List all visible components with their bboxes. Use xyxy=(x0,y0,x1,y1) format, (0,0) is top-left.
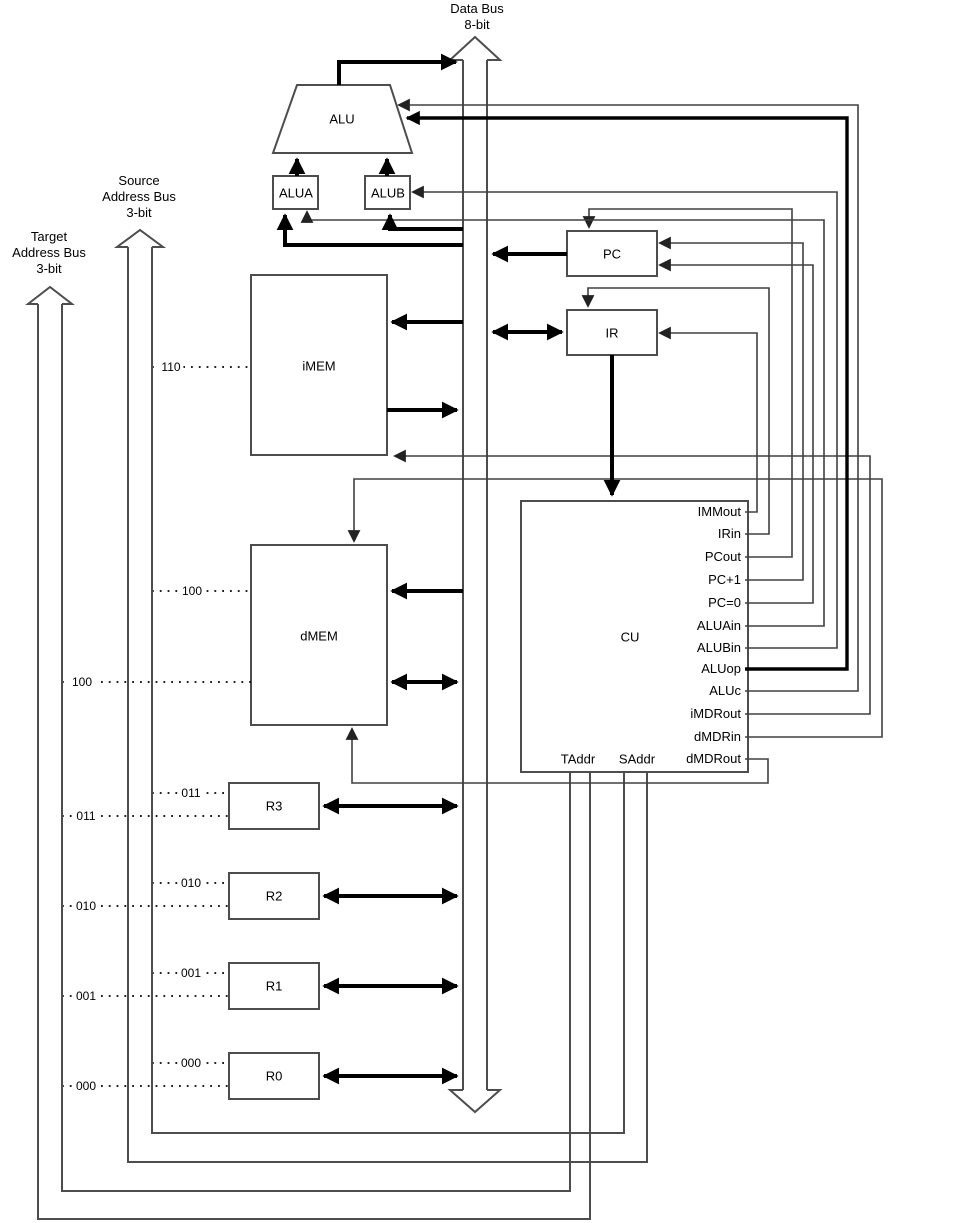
wire-databus-to-alub xyxy=(381,213,463,231)
r2-box xyxy=(228,872,320,920)
wire-pcout xyxy=(582,208,793,558)
r3-label: R3 xyxy=(265,798,283,814)
target-bus-line-inner xyxy=(61,304,571,1192)
ir-box xyxy=(566,309,658,356)
data-bus-label: Data Bus 8-bit xyxy=(450,1,503,33)
cu-signal-aluop: ALUop xyxy=(701,661,741,676)
target-bus-label: Target Address Bus 3-bit xyxy=(12,229,86,277)
dmem-box xyxy=(250,544,388,726)
alu-label: ALU xyxy=(329,111,355,127)
cu-signal-immout: IMMout xyxy=(697,504,741,519)
code-r2-source: 010 xyxy=(177,876,205,890)
alua-box xyxy=(272,175,319,210)
target-bus-label-line2: Address Bus xyxy=(12,245,86,260)
code-r1-source: 001 xyxy=(177,966,205,980)
data-bus-label-line2: 8-bit xyxy=(464,17,490,32)
cu-signal-imdrout: iMDRout xyxy=(690,706,741,721)
cu-port-taddr: TAddr xyxy=(560,751,596,767)
cu-signal-aluain: ALUAin xyxy=(696,618,741,633)
wire-alu-to-databus xyxy=(337,53,458,85)
pc-box xyxy=(566,230,658,277)
code-imem-source: 110 xyxy=(158,360,184,374)
target-bus-arrowhead xyxy=(25,285,75,305)
code-r3-target: 011 xyxy=(73,809,99,823)
cu-box xyxy=(520,500,749,773)
code-r3-source: 011 xyxy=(178,786,204,800)
r1-label: R1 xyxy=(265,978,283,994)
r1-box xyxy=(228,962,320,1010)
alu-shape xyxy=(271,84,414,154)
cu-signal-pcout: PCout xyxy=(704,549,741,564)
source-bus-label: Source Address Bus 3-bit xyxy=(102,173,176,221)
source-bus-label-line2: Address Bus xyxy=(102,189,176,204)
alua-label: ALUA xyxy=(279,185,313,201)
source-bus-line-outer xyxy=(127,247,648,1163)
pc-label: PC xyxy=(602,246,622,262)
wire-aluain xyxy=(300,210,825,627)
alub-box xyxy=(364,175,411,210)
data-bus-label-line1: Data Bus xyxy=(450,1,504,16)
target-bus-line-outer xyxy=(37,304,591,1220)
wire-alubin xyxy=(411,185,838,649)
wire-dmdrout xyxy=(345,727,769,784)
target-bus-label-line1: Target xyxy=(30,229,68,244)
cu-signal-pc-eq-0: PC=0 xyxy=(708,595,741,610)
cu-port-saddr: SAddr xyxy=(618,751,656,767)
wire-dmdrin xyxy=(347,478,883,738)
code-r2-target: 010 xyxy=(72,899,100,913)
cu-signal-pc-plus-1: PC+1 xyxy=(708,572,741,587)
wire-aluop xyxy=(405,110,849,671)
code-r0-target: 000 xyxy=(72,1079,100,1093)
alub-label: ALUB xyxy=(371,185,405,201)
cu-label: CU xyxy=(620,629,640,645)
code-r1-target: 001 xyxy=(72,989,100,1003)
data-bus-arrowhead-top xyxy=(447,35,503,61)
r2-label: R2 xyxy=(265,888,283,904)
code-dmem-source: 100 xyxy=(178,584,206,598)
cu-signal-dmdrout: dMDRout xyxy=(686,751,741,766)
wire-pc-eq-0 xyxy=(658,258,814,604)
cu-signal-aluc: ALUc xyxy=(709,683,741,698)
wire-immout xyxy=(658,326,758,513)
code-r0-source: 000 xyxy=(177,1056,205,1070)
cu-signal-irin: IRin xyxy=(717,526,741,541)
source-bus-label-line3: 3-bit xyxy=(126,205,152,220)
source-bus-line-inner xyxy=(151,247,625,1134)
target-bus-label-line3: 3-bit xyxy=(36,261,62,276)
source-bus-label-line1: Source xyxy=(118,173,160,188)
r0-label: R0 xyxy=(265,1068,283,1084)
ir-label: IR xyxy=(605,325,619,341)
wire-aluc xyxy=(397,98,859,692)
r0-box xyxy=(228,1052,320,1100)
wire-irin xyxy=(581,287,770,535)
source-bus-arrowhead xyxy=(113,228,167,248)
r3-box xyxy=(228,782,320,830)
cu-signal-alubin: ALUBin xyxy=(696,640,741,655)
imem-box xyxy=(250,274,388,456)
wire-pc-plus-1 xyxy=(658,236,804,581)
dmem-label: dMEM xyxy=(300,628,338,644)
wire-imdrout xyxy=(393,449,871,715)
imem-label: iMEM xyxy=(302,358,336,374)
code-dmem-target: 100 xyxy=(68,675,96,689)
data-bus-arrowhead-bottom xyxy=(447,1089,503,1114)
wire-databus-to-alua xyxy=(276,213,463,247)
cu-signal-dmdrin: dMDRin xyxy=(694,729,741,744)
